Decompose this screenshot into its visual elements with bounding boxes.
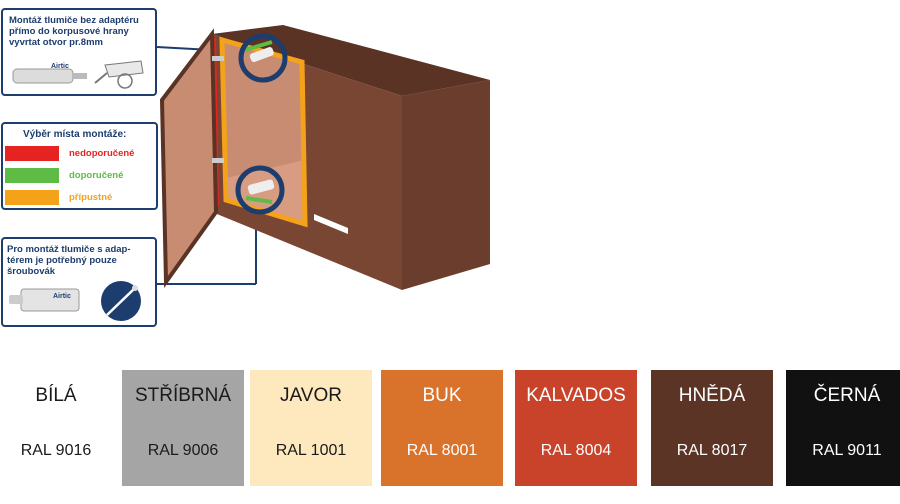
color-name: BUK (422, 385, 462, 406)
color-swatch-brown: HNĚDÁ RAL 8017 (651, 370, 773, 486)
color-swatch-black: ČERNÁ RAL 9011 (786, 370, 900, 486)
product-brand-label-2: Airtic (53, 293, 71, 300)
legend-swatch-green (5, 168, 59, 183)
callout-mounting-legend: Výběr místa montáže: nedoporučené doporu… (1, 122, 158, 210)
damper-top (249, 47, 274, 63)
callout-direct-text: Montáž tlumiče bez adaptéru přímo do kor… (9, 15, 139, 48)
product-brand-label: Airtic (51, 63, 69, 70)
legend-row-not-recommended: nedoporučené (5, 146, 155, 161)
color-code: RAL 8017 (676, 442, 748, 459)
color-code: RAL 1001 (275, 442, 347, 459)
legend-row-acceptable: přípustné (5, 190, 155, 205)
highlight-circle-bottom (235, 165, 285, 215)
color-name: JAVOR (280, 385, 342, 406)
highlight-circle-top (238, 33, 288, 83)
legend-label-not-recommended: nedoporučené (69, 148, 135, 159)
legend-swatch-orange (5, 190, 59, 205)
recommended-spot-top (244, 40, 273, 52)
cabinet-handle (314, 214, 348, 234)
acceptable-edge-outline (219, 36, 308, 228)
color-code: RAL 8004 (540, 442, 612, 459)
screwdriver-icon (106, 287, 136, 316)
color-name: STŘÍBRNÁ (134, 385, 232, 406)
color-code: RAL 8001 (406, 442, 478, 459)
color-name: ČERNÁ (813, 385, 881, 406)
color-swatch-maple: JAVOR RAL 1001 (250, 370, 372, 486)
color-code: RAL 9006 (147, 442, 219, 459)
cabinet-illustration (156, 25, 490, 290)
damper-adapter-image: Airtic (9, 281, 141, 321)
color-code: RAL 9011 (812, 442, 882, 459)
hinge-bottom (212, 158, 224, 163)
color-swatch-white: BÍLÁ RAL 9016 (0, 370, 117, 486)
callout-adapter-text: Pro montáž tlumiče s adap- térem je potř… (7, 244, 131, 277)
recommended-spot-bottom (245, 196, 273, 204)
callout-adapter-mounting: Pro montáž tlumiče s adap- térem je potř… (1, 237, 157, 327)
legend-label-acceptable: přípustné (69, 192, 113, 203)
cabinet-open-door (159, 28, 219, 289)
callout-direct-mounting: Montáž tlumiče bez adaptéru přímo do kor… (1, 8, 157, 96)
color-code: RAL 9016 (20, 442, 92, 459)
color-name: BÍLÁ (35, 385, 77, 406)
color-swatch-calvados: KALVADOS RAL 8004 (515, 370, 637, 486)
hinge-top (212, 56, 224, 61)
damper-bottom (247, 179, 275, 195)
color-name: KALVADOS (526, 385, 626, 406)
damper-drill-image: Airtic (12, 60, 144, 89)
legend-title: Výběr místa montáže: (23, 129, 127, 140)
color-swatch-beech: BUK RAL 8001 (381, 370, 503, 486)
color-swatch-silver: STŘÍBRNÁ RAL 9006 (122, 370, 244, 486)
legend-swatch-red (5, 146, 59, 161)
color-name: HNĚDÁ (678, 385, 746, 406)
legend-row-recommended: doporučené (5, 168, 155, 183)
legend-label-recommended: doporučené (69, 170, 124, 181)
cabinet-side-panel (402, 80, 490, 290)
